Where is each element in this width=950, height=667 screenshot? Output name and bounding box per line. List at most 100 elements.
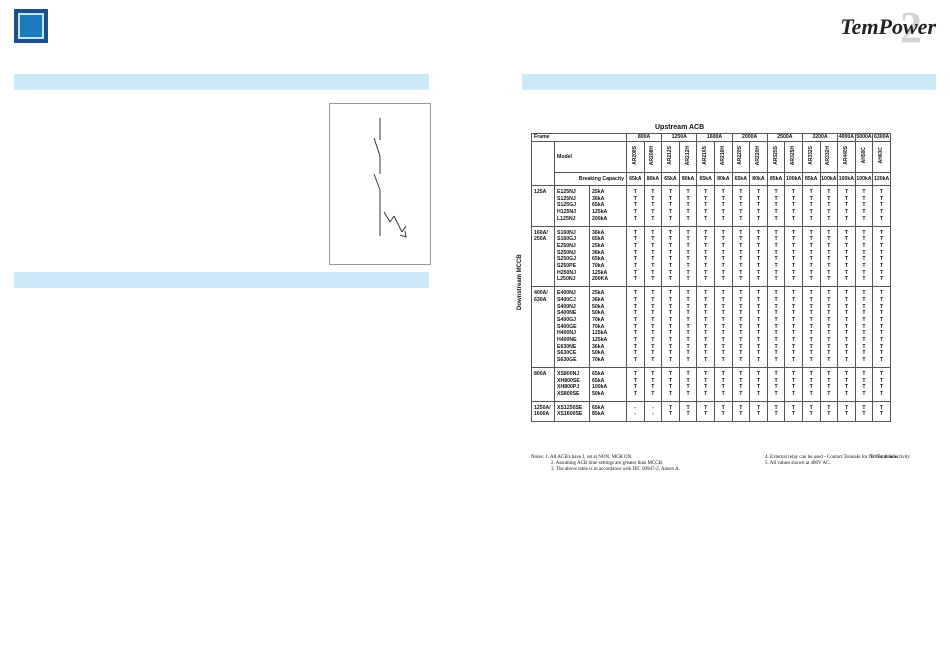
selectivity-value: T — [633, 263, 637, 270]
mccb-model: H400NE — [557, 337, 577, 344]
selectivity-value: T — [809, 404, 813, 411]
selectivity-value: T — [827, 384, 831, 391]
selectivity-value: T — [844, 290, 848, 297]
selectivity-value: T — [880, 263, 884, 270]
acb-breaking-capacity: 80kA — [678, 172, 698, 186]
note-line: 2. Assuming ACB time settings are greate… — [551, 461, 664, 466]
selectivity-value: T — [756, 229, 761, 236]
selectivity-value: T — [739, 276, 743, 283]
mccb-model: XS800NJ — [557, 370, 580, 377]
selectivity-value: T — [756, 290, 761, 297]
acb-model-cell: AR212S — [661, 141, 680, 173]
selectivity-value: T — [880, 276, 884, 283]
mccb-frame-label: 125A — [531, 185, 555, 227]
selectivity-value: T — [651, 357, 655, 364]
selectivity-value: T — [633, 303, 637, 310]
selectivity-value: T — [633, 296, 637, 303]
acb-model-cell: AR208H — [643, 141, 663, 173]
acb-frame-label: 5000A — [854, 133, 874, 142]
selectivity-value: T — [756, 215, 761, 222]
selectivity-value: T — [633, 202, 637, 209]
selectivity-value: T — [633, 350, 637, 357]
selectivity-value: T — [686, 330, 690, 337]
selectivity-value: T — [721, 276, 725, 283]
selectivity-value: T — [827, 303, 831, 310]
selectivity-value: T — [774, 390, 778, 397]
selectivity-value: T — [827, 189, 831, 195]
selectivity-value: T — [880, 370, 884, 377]
mccb-capacity: 125kA — [592, 337, 608, 344]
selectivity-value: T — [686, 370, 690, 377]
selectivity-value: T — [844, 189, 848, 195]
selectivity-value: T — [721, 249, 725, 256]
selectivity-value: T — [633, 370, 637, 377]
selectivity-value: T — [809, 343, 813, 350]
acb-model-cell: AR220S — [731, 141, 751, 173]
selectivity-value: T — [792, 303, 796, 310]
selectivity-value: T — [704, 323, 708, 330]
selectivity-value: T — [668, 343, 673, 350]
selectivity-value: T — [880, 411, 884, 418]
selectivity-value: T — [792, 323, 796, 330]
selectivity-value: T — [739, 189, 743, 195]
acb-breaking-capacity: 100kA — [784, 172, 803, 186]
selectivity-value: T — [633, 209, 637, 216]
selectivity-value: T — [880, 296, 884, 303]
selectivity-value: T — [686, 189, 690, 195]
selectivity-value: T — [704, 276, 708, 283]
selectivity-value: T — [774, 370, 778, 377]
selectivity-value: T — [792, 377, 796, 384]
selectivity-value: T — [862, 256, 866, 263]
mccb-capacity: 36kA — [592, 195, 605, 202]
selectivity-value: T — [809, 215, 813, 222]
acb-breaking-capacity: 65kA — [626, 172, 645, 186]
selectivity-value: T — [862, 310, 866, 317]
mccb-capacity: 65kA — [592, 404, 605, 411]
selectivity-value: T — [651, 310, 655, 317]
acb-frame-label: 1600A — [696, 133, 733, 142]
selectivity-value: T — [651, 236, 655, 243]
selectivity-value: T — [774, 269, 778, 276]
acb-model-label: AR325S — [772, 146, 779, 166]
selectivity-value: T — [809, 256, 813, 263]
mccb-model: H250NJ — [557, 269, 577, 276]
selectivity-value: T — [739, 323, 743, 330]
mccb-frame-label: 160A/ 250A — [531, 225, 555, 288]
selectivity-value: T — [774, 256, 778, 263]
selectivity-value: T — [844, 337, 848, 344]
selectivity-value: T — [792, 384, 796, 391]
selectivity-value: T — [880, 202, 884, 209]
selectivity-value: T — [668, 242, 673, 249]
selectivity-value: T — [668, 310, 673, 317]
selectivity-value: T — [739, 343, 743, 350]
notes-col-1: Notes: 1. All ACB's have I, set at NON, … — [531, 455, 680, 473]
blank-cell — [531, 141, 555, 186]
mccb-capacity: 70kA — [592, 357, 605, 364]
selectivity-value: T — [880, 390, 884, 397]
selectivity-value: T — [862, 337, 866, 344]
mccb-model: S125GJ — [557, 202, 577, 209]
acb-model-label: AR325H — [790, 146, 797, 166]
selectivity-value: T — [792, 229, 796, 236]
selectivity-value: T — [880, 209, 884, 216]
selectivity-value: T — [880, 384, 884, 391]
selectivity-value: T — [704, 316, 708, 323]
selectivity-value: T — [756, 303, 761, 310]
selectivity-value: T — [739, 404, 743, 411]
selectivity-value: T — [862, 249, 866, 256]
acb-model-label: AR212H — [684, 146, 691, 166]
